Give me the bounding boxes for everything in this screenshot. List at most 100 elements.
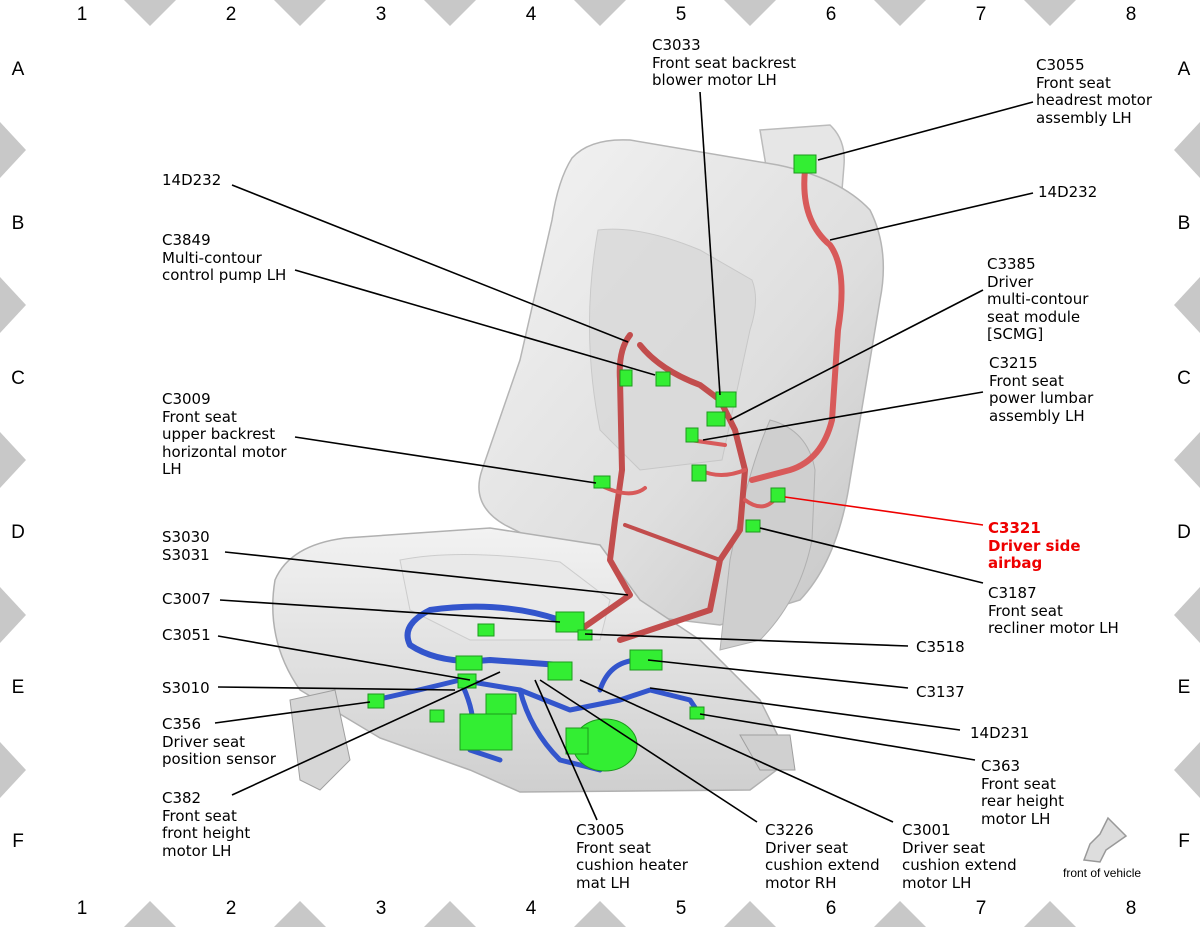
grid-col-3-bottom: 3 bbox=[375, 898, 387, 919]
marker-bottom-3 bbox=[424, 901, 476, 927]
label-c3385: C3385 Driver multi-contour seat module [… bbox=[987, 255, 1089, 343]
arrow-down-left-icon bbox=[1082, 816, 1128, 863]
leader-c3007 bbox=[219, 599, 561, 623]
marker-left-3 bbox=[0, 432, 26, 488]
seat-side-bolster bbox=[719, 419, 816, 651]
front-of-vehicle-label: front of vehicle bbox=[1063, 866, 1142, 880]
grid-row-f-left: F bbox=[12, 831, 24, 852]
grid-row-e-right: E bbox=[1177, 677, 1191, 698]
grid-row-e-left: E bbox=[11, 677, 25, 698]
grid-row-b-left: B bbox=[11, 213, 25, 234]
leader-c3518 bbox=[584, 633, 909, 647]
label-14d231: 14D231 bbox=[970, 724, 1030, 742]
leader-14d232-right bbox=[829, 192, 1034, 241]
leader-14d232-left bbox=[231, 184, 629, 343]
marker-right-3 bbox=[1174, 432, 1200, 488]
leader-c3009 bbox=[294, 436, 597, 484]
grid-row-a-left: A bbox=[11, 59, 25, 80]
label-14d232-right: 14D232 bbox=[1038, 183, 1098, 201]
marker-top-5 bbox=[724, 0, 776, 26]
label-c3215: C3215 Front seat power lumbar assembly L… bbox=[989, 354, 1094, 425]
connector-c3321 bbox=[770, 487, 786, 503]
grid-col-1-bottom: 1 bbox=[76, 898, 88, 919]
connector-c3849 bbox=[655, 371, 671, 387]
grid-row-c-right: C bbox=[1177, 368, 1191, 389]
label-14d232-left: 14D232 bbox=[162, 171, 222, 189]
label-c3005: C3005 Front seat cushion heater mat LH bbox=[576, 821, 688, 892]
harness-headrest-run bbox=[749, 167, 845, 483]
leader-c363 bbox=[699, 713, 976, 761]
grid-col-7-top: 7 bbox=[975, 4, 987, 25]
label-c3001: C3001 Driver seat cushion extend motor L… bbox=[902, 821, 1017, 892]
connector-c3001-motor bbox=[565, 727, 589, 755]
seat-front-rail bbox=[289, 689, 351, 791]
connector-c3137 bbox=[629, 649, 663, 671]
grid-col-4-top: 4 bbox=[525, 4, 537, 25]
marker-top-7 bbox=[1024, 0, 1076, 26]
connector-c3055 bbox=[793, 154, 817, 174]
label-s3010: S3010 bbox=[162, 679, 210, 697]
harness-center-drop bbox=[517, 687, 603, 773]
connectors bbox=[367, 154, 817, 772]
leader-c382 bbox=[231, 671, 501, 796]
marker-left-4 bbox=[0, 587, 26, 643]
marker-bottom-2 bbox=[274, 901, 326, 927]
marker-bottom-7 bbox=[1024, 901, 1076, 927]
marker-right-4 bbox=[1174, 587, 1200, 643]
label-c3321: C3321 Driver side airbag bbox=[988, 519, 1081, 572]
grid-col-1-top: 1 bbox=[76, 4, 88, 25]
label-c3051: C3051 bbox=[162, 626, 211, 644]
marker-right-1 bbox=[1174, 122, 1200, 178]
connector-c382 bbox=[485, 693, 517, 715]
connector-c3187 bbox=[745, 519, 761, 533]
harness-cross-link bbox=[623, 523, 722, 562]
seat-illustration bbox=[272, 124, 885, 793]
label-c3033: C3033 Front seat backrest blower motor L… bbox=[652, 36, 797, 89]
marker-bottom-6 bbox=[874, 901, 926, 927]
leader-c356 bbox=[214, 701, 371, 724]
label-s3030: S3030 S3031 bbox=[162, 528, 210, 564]
label-c382: C382 Front seat front height motor LH bbox=[162, 789, 251, 860]
grid-col-6-bottom: 6 bbox=[825, 898, 837, 919]
leader-c3849 bbox=[294, 269, 656, 376]
grid-col-2-bottom: 2 bbox=[225, 898, 237, 919]
marker-bottom-1 bbox=[124, 901, 176, 927]
connector-mid bbox=[691, 464, 707, 482]
connector-c382-cluster bbox=[459, 713, 513, 751]
marker-left-5 bbox=[0, 742, 26, 798]
leader-c3005 bbox=[534, 679, 598, 821]
grid-col-3-top: 3 bbox=[375, 4, 387, 25]
connector-c3009 bbox=[593, 475, 611, 489]
label-c3009: C3009 Front seat upper backrest horizont… bbox=[162, 390, 287, 478]
leader-c3226 bbox=[539, 679, 758, 823]
leader-c3321 bbox=[784, 496, 984, 526]
connector-c363 bbox=[689, 706, 705, 720]
marker-right-2 bbox=[1174, 277, 1200, 333]
connector-c3007 bbox=[555, 611, 585, 633]
connector-c356 bbox=[367, 693, 385, 709]
label-c3187: C3187 Front seat recliner motor LH bbox=[988, 584, 1119, 637]
marker-top-2 bbox=[274, 0, 326, 26]
leader-c3385 bbox=[729, 289, 984, 421]
connector-c3033 bbox=[715, 391, 737, 408]
leader-c3033 bbox=[699, 91, 721, 396]
label-c356: C356 Driver seat position sensor bbox=[162, 715, 276, 768]
grid-col-5-top: 5 bbox=[675, 4, 687, 25]
leader-c3215 bbox=[702, 391, 984, 441]
marker-top-6 bbox=[874, 0, 926, 26]
grid-row-f-right: F bbox=[1178, 831, 1190, 852]
marker-top-4 bbox=[574, 0, 626, 26]
label-c3226: C3226 Driver seat cushion extend motor R… bbox=[765, 821, 880, 892]
connector-c3051 bbox=[455, 655, 483, 671]
grid-col-5-bottom: 5 bbox=[675, 898, 687, 919]
harness-loop bbox=[404, 603, 563, 668]
grid-col-7-bottom: 7 bbox=[975, 898, 987, 919]
leader-c3051 bbox=[217, 635, 471, 681]
grid-row-d-left: D bbox=[11, 522, 25, 543]
grid-col-4-bottom: 4 bbox=[525, 898, 537, 919]
leader-c3001 bbox=[579, 679, 894, 823]
marker-left-1 bbox=[0, 122, 26, 178]
grid-col-8-bottom: 8 bbox=[1125, 898, 1137, 919]
harness-main-run bbox=[372, 677, 703, 718]
